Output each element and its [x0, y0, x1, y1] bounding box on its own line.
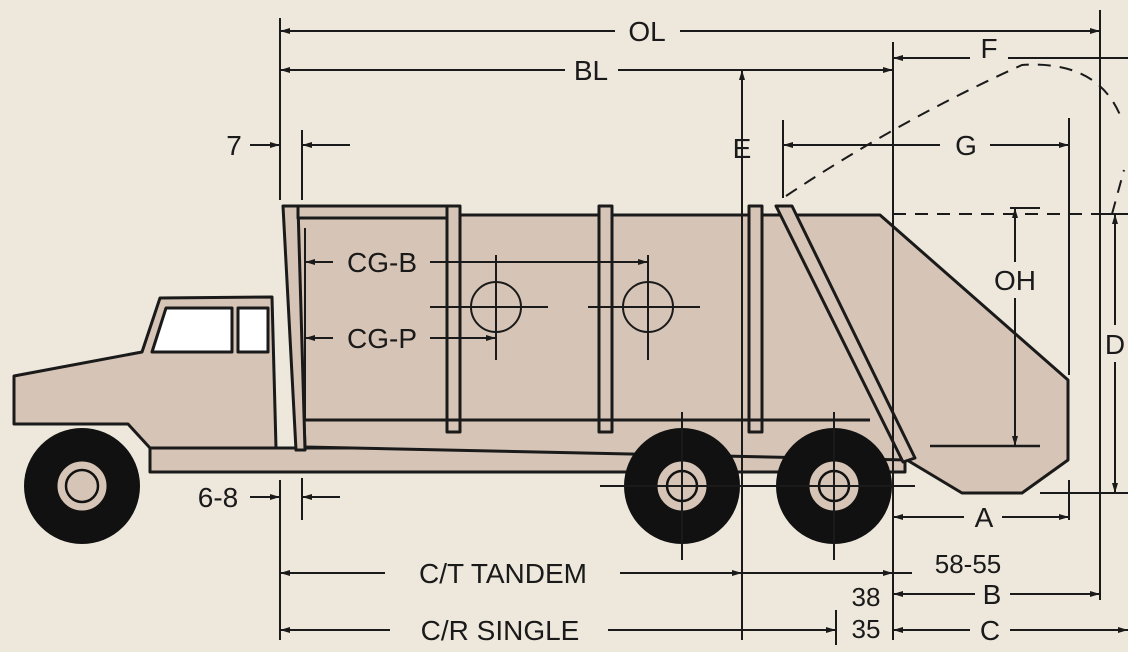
rear-wheel-1: [600, 412, 765, 560]
cab-front-window: [150, 306, 234, 354]
label-35: 35: [852, 614, 881, 644]
label-38: 38: [852, 582, 881, 612]
cg-marker-p: [430, 255, 548, 360]
label-7: 7: [226, 130, 242, 161]
label-58-55: 58-55: [935, 549, 1002, 579]
label-bl: BL: [574, 55, 608, 86]
label-c: C: [980, 615, 1000, 646]
truck: [12, 204, 1070, 495]
label-cg-p: CG-P: [347, 323, 417, 354]
label-6-8: 6-8: [198, 482, 238, 513]
front-wheel: [24, 428, 140, 544]
label-e: E: [733, 133, 752, 164]
dimension-arrows: [250, 28, 1128, 645]
label-g: G: [955, 130, 977, 161]
dimension-labels: OL BL F E G 7 CG-B CG-P OH D 6-8 A C/T T…: [198, 16, 1125, 646]
label-ct-tandem: C/T TANDEM: [419, 558, 587, 589]
top-rail: [296, 204, 460, 220]
label-cr-single: C/R SINGLE: [421, 615, 580, 646]
body-rib-1: [445, 204, 462, 434]
tailgate-seal: [774, 204, 917, 464]
front-bulkhead: [281, 204, 307, 452]
label-ol: OL: [628, 16, 665, 47]
cg-marker-b: [588, 255, 700, 360]
label-d: D: [1105, 329, 1125, 360]
wheels: [24, 412, 915, 560]
body-rib-3: [747, 204, 764, 434]
label-a: A: [975, 502, 994, 533]
tailgate-lift-envelope: [785, 63, 1125, 215]
label-oh: OH: [994, 265, 1036, 296]
label-cg-b: CG-B: [347, 247, 417, 278]
cab-side-window: [236, 306, 270, 354]
cg-markers: [430, 255, 700, 360]
body-rib-2: [597, 204, 614, 434]
label-f: F: [980, 33, 997, 64]
rear-wheel-2: [755, 412, 915, 560]
packer-body: [294, 213, 1070, 495]
label-b: B: [983, 579, 1002, 610]
